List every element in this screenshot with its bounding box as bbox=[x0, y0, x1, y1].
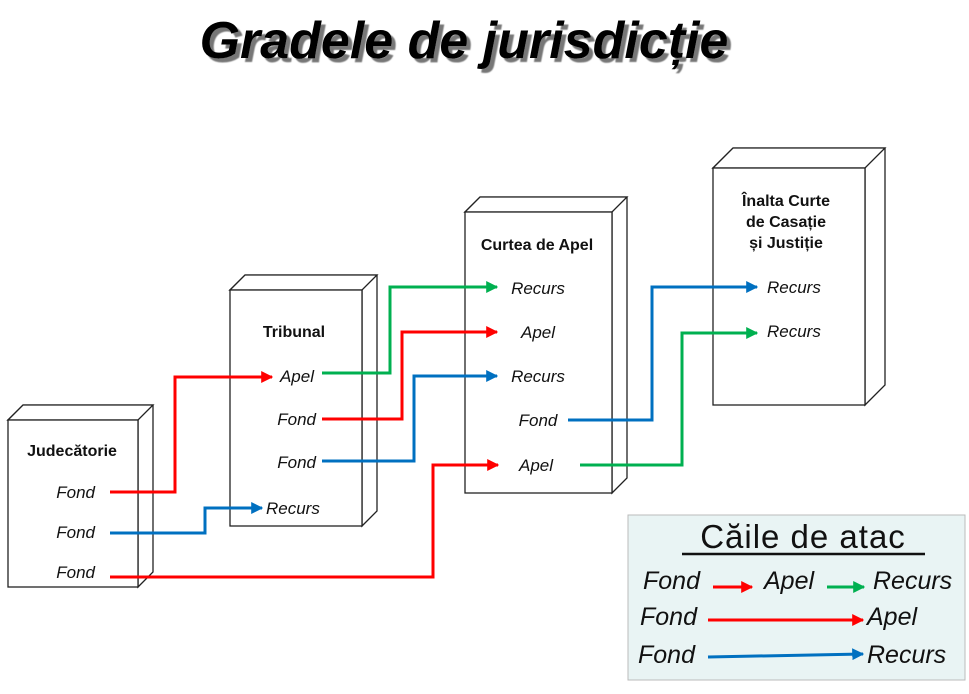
legend-label: Recurs bbox=[867, 641, 946, 669]
recurs-arrow bbox=[110, 502, 264, 535]
apel-arrow bbox=[110, 459, 500, 579]
court-item: Fond bbox=[56, 483, 95, 502]
legend: Căile de atac Fond Apel Recurs Fond Apel… bbox=[627, 514, 966, 681]
court-item: Recurs bbox=[511, 279, 565, 298]
recurs-arrow bbox=[322, 281, 499, 375]
legend-label: Apel bbox=[762, 567, 815, 595]
court-item: Recurs bbox=[511, 367, 565, 386]
recurs-arrow bbox=[322, 370, 499, 463]
court-item: Fond bbox=[277, 410, 316, 429]
court-item: Fond bbox=[519, 411, 558, 430]
court-item: Recurs bbox=[767, 322, 821, 341]
legend-title: Căile de atac bbox=[700, 518, 906, 555]
court-box-iccj: Înalta Curte de Casație și Justiție Recu… bbox=[711, 147, 887, 407]
court-item: Fond bbox=[56, 563, 95, 582]
legend-label: Apel bbox=[865, 603, 918, 631]
court-box-tribunal: Tribunal Apel Fond Fond Recurs bbox=[228, 274, 379, 528]
court-name-line: de Casație bbox=[746, 214, 826, 231]
legend-label: Fond bbox=[640, 603, 698, 631]
recurs-arrow bbox=[568, 281, 759, 422]
court-name: Tribunal bbox=[263, 324, 325, 341]
legend-label: Fond bbox=[643, 567, 701, 595]
court-box-judecatorie: Judecătorie Fond Fond Fond bbox=[6, 404, 155, 589]
court-name: Judecătorie bbox=[27, 443, 117, 460]
apel-arrow bbox=[322, 326, 499, 421]
court-item: Apel bbox=[279, 367, 315, 386]
court-name-line: și Justiție bbox=[749, 235, 823, 252]
court-name: Curtea de Apel bbox=[481, 237, 593, 254]
legend-label: Recurs bbox=[873, 567, 952, 595]
court-item: Fond bbox=[277, 453, 316, 472]
page-title: Gradele de jurisdicție bbox=[200, 12, 729, 70]
court-item: Recurs bbox=[266, 499, 320, 518]
recurs-arrow bbox=[580, 327, 759, 467]
legend-label: Fond bbox=[638, 641, 696, 669]
court-name-line: Înalta Curte bbox=[741, 191, 830, 210]
legend-recurs-arrow bbox=[707, 648, 865, 661]
court-item: Apel bbox=[520, 323, 556, 342]
apel-arrow bbox=[110, 371, 274, 494]
court-item: Recurs bbox=[767, 278, 821, 297]
court-box-curtea-de-apel: Curtea de Apel Recurs Apel Recurs Fond A… bbox=[463, 196, 629, 495]
court-item: Fond bbox=[56, 523, 95, 542]
court-item: Apel bbox=[518, 456, 554, 475]
